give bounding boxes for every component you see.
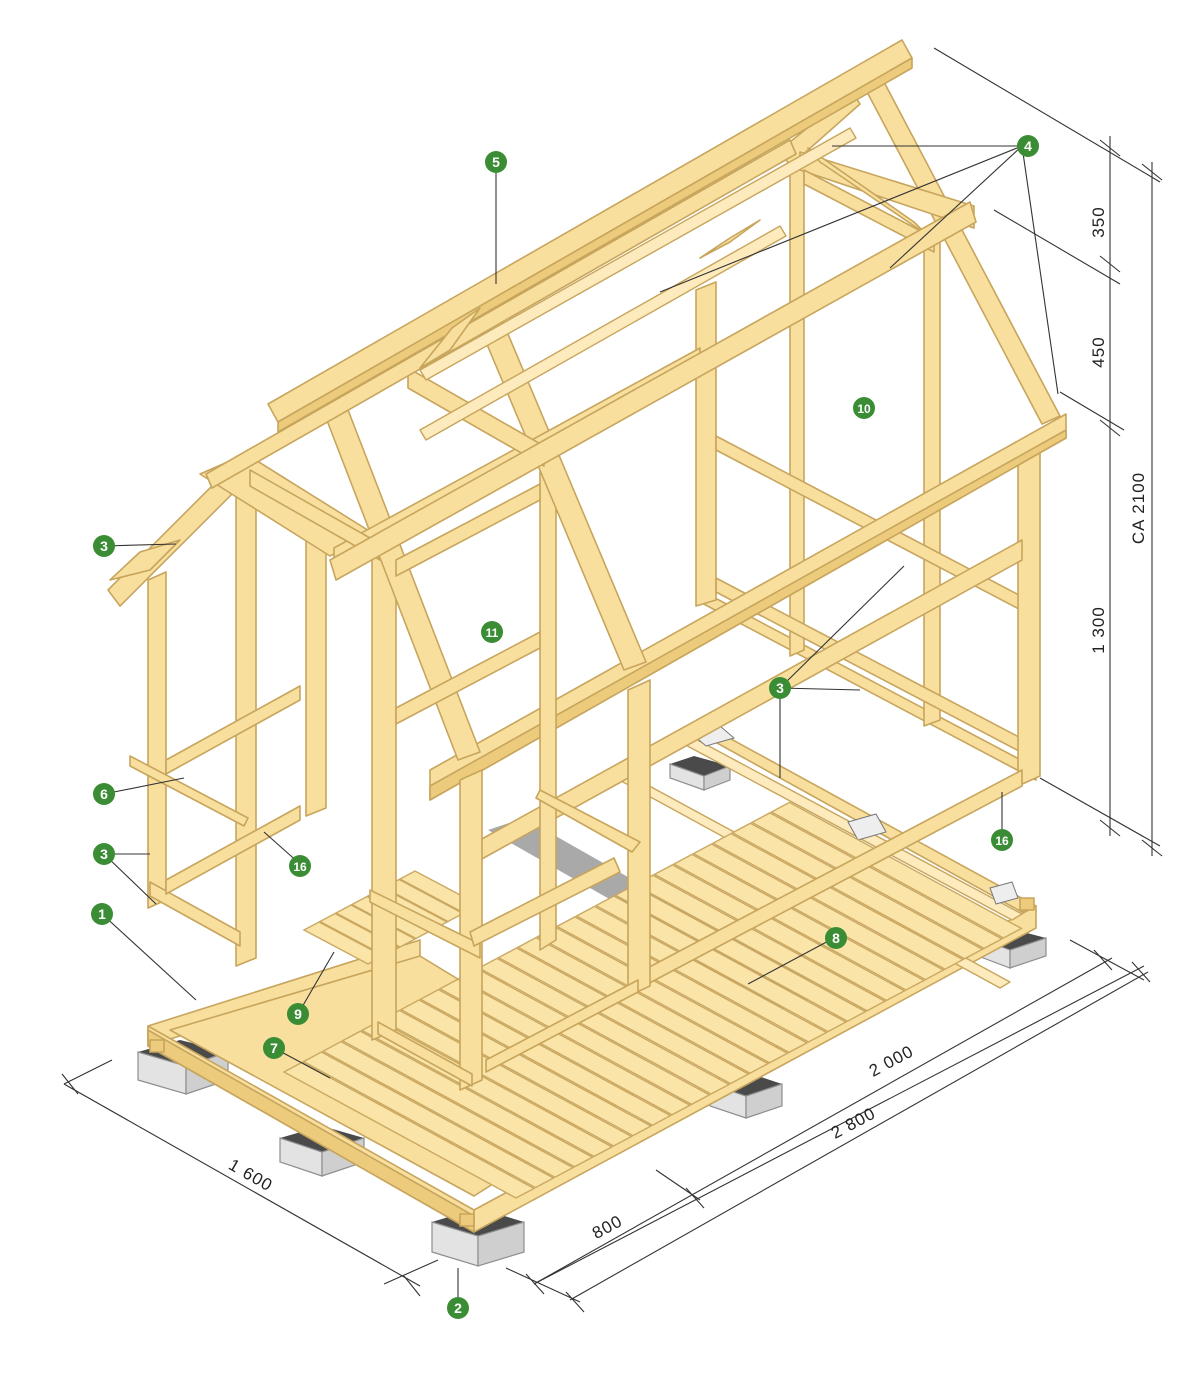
left-gable-collar [109, 539, 181, 581]
gable-brace [699, 219, 761, 259]
deck-board [282, 1061, 536, 1199]
svg-text:2: 2 [454, 1300, 462, 1316]
svg-text:16: 16 [293, 860, 307, 874]
window-sill-side [535, 789, 641, 853]
leader-lines [101, 145, 1059, 1300]
callout-4: 4 [1017, 135, 1039, 157]
front-gable-tie-2 [407, 367, 545, 467]
dim-height-total: CA 2100 [1129, 472, 1148, 544]
left-wall-rail-2 [165, 805, 301, 895]
svg-text:10: 10 [857, 402, 871, 416]
door-frame-bottom [377, 1021, 473, 1087]
callouts: 1 2 3 3 3 4 5 6 7 8 9 10 [91, 135, 1039, 1319]
callout-16-left: 16 [289, 855, 311, 877]
ridge-beam-face [277, 57, 913, 433]
callout-10: 10 [853, 397, 875, 419]
svg-text:7: 7 [270, 1040, 278, 1056]
callout-3-gable: 3 [93, 535, 115, 557]
callout-3-right-wall: 3 [769, 677, 791, 699]
dim-length-total: 2 800 [828, 1104, 879, 1143]
callout-5: 5 [485, 151, 507, 173]
deck-board [653, 864, 906, 1002]
callout-8: 8 [825, 927, 847, 949]
svg-text:3: 3 [100, 846, 108, 862]
purlin-left [205, 139, 797, 489]
roof-batten-2 [419, 225, 787, 441]
deck-board [750, 812, 1004, 950]
front-wall-post-3 [371, 529, 397, 1041]
wall-top-plate-face [429, 429, 1067, 801]
footing-inner [669, 756, 731, 791]
dim-height-wall: 1 300 [1089, 606, 1108, 654]
roof-batten [419, 127, 857, 381]
deck-board [770, 801, 1023, 939]
deck-board [321, 1040, 575, 1178]
front-wall-post-4 [539, 451, 557, 951]
svg-text:16: 16 [995, 834, 1009, 848]
svg-text:11: 11 [486, 626, 499, 640]
right-wall-post [1017, 451, 1041, 787]
roof-frame [205, 39, 977, 581]
callout-2: 2 [447, 1297, 469, 1319]
front-wall-post-2 [459, 769, 483, 1091]
left-wall-rail-1 [165, 685, 301, 775]
deck-board [692, 843, 945, 981]
svg-text:1: 1 [98, 906, 106, 922]
callout-1: 1 [91, 903, 113, 925]
back-gable-tie-2 [803, 169, 935, 253]
deck-board [419, 988, 672, 1126]
svg-text:6: 6 [100, 786, 108, 802]
dim-height-top: 350 [1089, 206, 1108, 237]
callout-16-right: 16 [991, 829, 1013, 851]
svg-text:3: 3 [776, 680, 784, 696]
deck-board [516, 936, 770, 1074]
svg-text:3: 3 [100, 538, 108, 554]
left-wall-post-1 [147, 571, 167, 909]
deck-board [672, 853, 926, 991]
back-wall-post-3 [923, 221, 941, 727]
floor-decking [282, 801, 1023, 1199]
window-sill-front [469, 857, 621, 947]
deck-board [438, 978, 692, 1116]
gable-brace-2 [419, 307, 481, 369]
deck-board [731, 822, 984, 960]
deck-board [477, 957, 731, 1095]
deck-board [497, 947, 750, 1085]
deck-board [341, 1030, 594, 1168]
ridge-beam [267, 39, 913, 423]
left-wall-bottom-rail [149, 881, 241, 947]
callout-11: 11 [481, 621, 503, 643]
front-wall-post-1 [627, 679, 651, 997]
svg-text:8: 8 [832, 930, 840, 946]
window-sill-left [129, 755, 249, 827]
callout-6: 6 [93, 783, 115, 805]
deck-board [711, 832, 965, 970]
front-gable-low-rail [395, 631, 541, 725]
callout-9: 9 [287, 1003, 309, 1025]
dim-length-porch: 800 [589, 1211, 626, 1243]
porch-left-rafter [249, 469, 381, 561]
door-frame-top [369, 889, 481, 959]
svg-text:5: 5 [492, 154, 500, 170]
callout-3-left-wall: 3 [93, 843, 115, 865]
dim-height-mid: 450 [1089, 336, 1108, 367]
back-wall-post-1 [695, 281, 717, 607]
svg-text:9: 9 [294, 1006, 302, 1022]
left-wall-post-3 [305, 511, 327, 817]
purlin-right [329, 201, 977, 581]
dim-length-house: 2 000 [866, 1042, 917, 1081]
front-gable-mid-rail [395, 483, 541, 577]
dim-width: 1 600 [225, 1155, 276, 1195]
deck-board [555, 916, 809, 1054]
deck-board [302, 1051, 555, 1189]
front-wall-bottom-rail [485, 979, 639, 1073]
callout-7: 7 [263, 1037, 285, 1059]
deck-board [594, 895, 848, 1033]
svg-text:4: 4 [1024, 138, 1032, 154]
